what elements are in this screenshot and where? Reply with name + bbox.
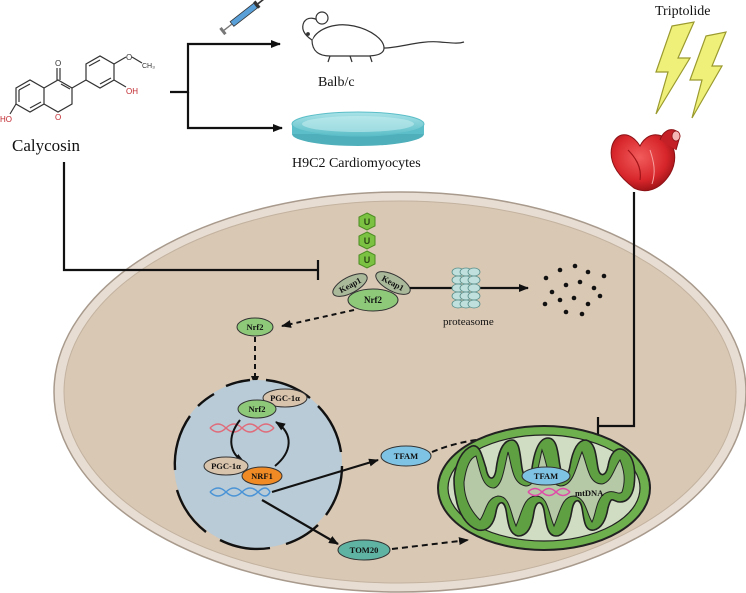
peptide-fragments [542,263,607,317]
nrf2-free-label: Nrf2 [247,322,264,332]
svg-text:TFAM: TFAM [534,471,558,481]
svg-text:TOM20: TOM20 [350,545,379,555]
lightning-icon [655,21,727,119]
hydroxyl-right: OH [126,87,138,96]
triptolide-inhibition [596,192,636,435]
tfam-mitochondrial: TFAM [521,466,571,486]
tfam-expression-arrow [271,458,379,494]
methoxy-oxygen: O [126,53,132,62]
ubiquitin-2: U [364,236,371,246]
tom20-import-arrow [391,537,469,550]
mtdna-label: mtDNA [575,488,604,498]
methyl-label: CH₃ [142,63,155,70]
svg-text:Nrf2: Nrf2 [249,404,266,414]
svg-text:PGC-1α: PGC-1α [270,393,300,403]
ring-oxygen: O [55,113,61,122]
mtdna-strand [527,487,571,497]
nrf1-feedback-arrow [274,421,290,467]
tom20-expression-arrow [261,499,339,545]
nucleus [174,380,342,548]
nrf2-free-oval [236,317,274,337]
pgc1a-lower: PGC-1α [203,456,249,476]
mouse-icon [302,11,465,63]
nuclear-envelope [173,378,344,551]
calycosin-structure [9,55,143,115]
ubiquitin-3: U [364,255,371,265]
nrf2-nuclear: Nrf2 [237,399,277,419]
dna-nrf1-target [209,487,271,497]
cell-cytoplasm [63,200,737,584]
nrf2-release-arrow [281,309,355,328]
syringe-icon [219,0,269,36]
nrf2-complex-label: Nrf2 [364,295,382,305]
pgc1a-upper: PGC-1α [262,388,308,408]
svg-text:TFAM: TFAM [394,451,418,461]
triptolide-label: Triptolide [655,4,711,19]
dna-nrf2-target [209,423,275,433]
cells-label: H9C2 Cardiomyocytes [292,156,421,171]
svg-text:NRF1: NRF1 [251,471,273,481]
mitochondrion-matrix [463,448,625,528]
proteasome-icon [451,267,481,309]
heart-icon [610,129,681,192]
mouse-label: Balb/c [318,75,355,90]
calycosin-label: Calycosin [12,136,80,155]
keap1-right: Keap1 [375,271,411,295]
treatment-arrows [170,40,283,132]
petri-dish-icon [291,111,425,146]
ubiquitin-1: U [364,217,371,227]
nrf1-oval: NRF1 [241,466,283,486]
proteasome-label: proteasome [443,316,494,328]
calycosin-inhibition [62,162,320,280]
tom20-cytosolic: TOM20 [337,539,391,561]
keap1-left: Keap1 [332,273,368,297]
tfam-cytosolic: TFAM [380,445,432,467]
ketone-oxygen: O [55,59,61,68]
hydroxyl-left: HO [0,115,12,124]
ubiquitin-chain [358,212,376,269]
svg-text:PGC-1α: PGC-1α [211,461,241,471]
nrf2-complex-oval [347,288,399,312]
